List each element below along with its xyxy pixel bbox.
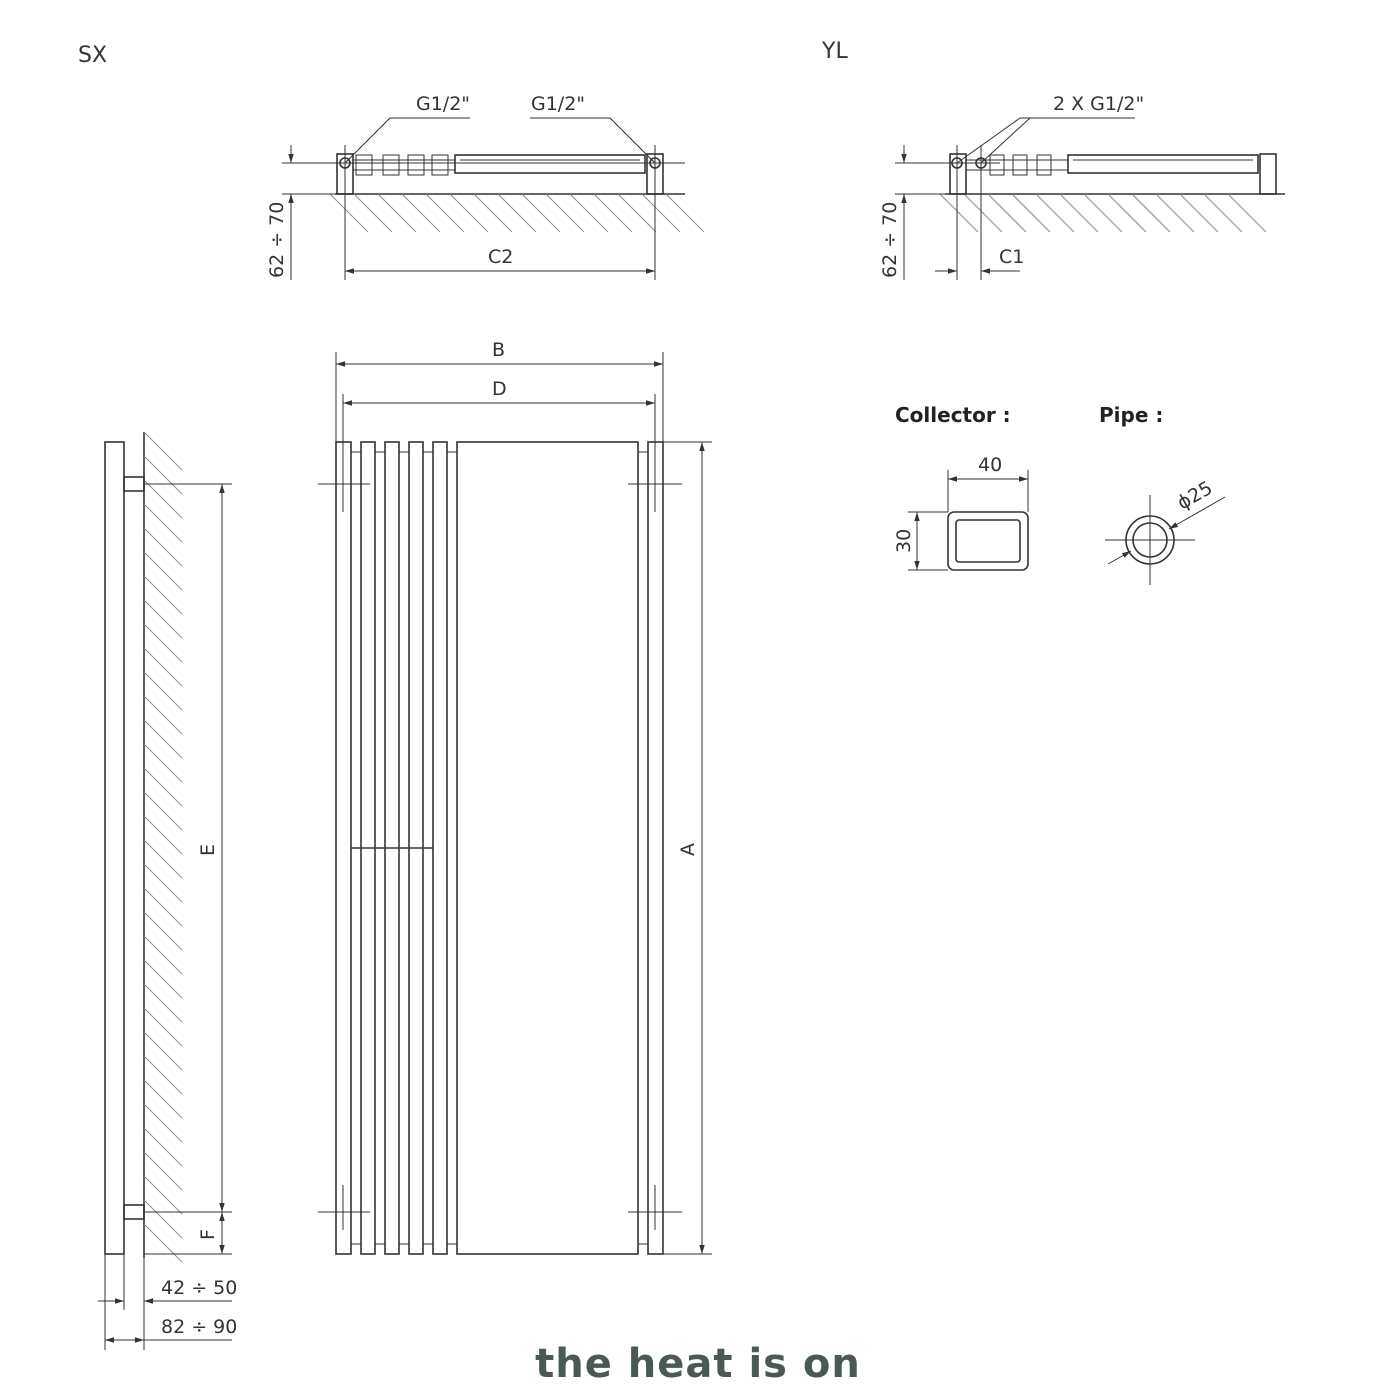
wall-hatch-line — [143, 887, 183, 927]
view-label-sx: SX — [78, 43, 107, 68]
wall-hatch-line — [1107, 193, 1147, 233]
wall-hatch-line — [617, 193, 657, 233]
wall-hatch-line — [143, 1199, 183, 1239]
wall-hatch-line — [143, 959, 183, 999]
collector-height: 30 — [893, 529, 915, 553]
wall-hatch-line — [473, 193, 513, 233]
wall-hatch-line — [143, 479, 183, 519]
wall-hatch-line — [521, 193, 561, 233]
wall-hatch-line — [143, 623, 183, 663]
wall-hatch-line — [963, 193, 1003, 233]
wall-hatch-line — [143, 1079, 183, 1119]
dim-d: D — [492, 378, 507, 400]
wall-hatch-line — [593, 193, 633, 233]
wall-hatch-line — [377, 193, 417, 233]
wall-hatch-line — [143, 1007, 183, 1047]
wall-hatch-line — [569, 193, 609, 233]
dim-depth-outer: 82 ÷ 90 — [161, 1316, 237, 1338]
wall-hatch-line — [1179, 193, 1219, 233]
wall-hatch-line — [497, 193, 537, 233]
wall-hatch-line — [143, 503, 183, 543]
wall-hatch-line — [143, 815, 183, 855]
connection-label-left: G1/2" — [416, 93, 470, 115]
dim-c2: C2 — [488, 246, 513, 268]
wall-hatch-line — [545, 193, 585, 233]
wall-hatch-line — [1011, 193, 1051, 233]
wall-hatch-line — [1131, 193, 1171, 233]
wall-hatch-line — [1155, 193, 1195, 233]
dim-wall-yl: 62 ÷ 70 — [879, 202, 901, 278]
wall-hatch-line — [143, 695, 183, 735]
dim-c1: C1 — [999, 246, 1024, 268]
wall-hatch-line — [401, 193, 441, 233]
wall-hatch-line — [143, 935, 183, 975]
wall-hatch-line — [143, 1127, 183, 1167]
wall-hatch-line — [143, 647, 183, 687]
wall-hatch-line — [143, 455, 183, 495]
wall-hatch-line — [143, 1175, 183, 1215]
pipe-section: Pipe : ϕ25 — [1099, 403, 1226, 585]
side-view: E F 42 ÷ 50 82 ÷ 90 — [98, 431, 237, 1350]
dim-depth-inner: 42 ÷ 50 — [161, 1277, 237, 1299]
wall-hatch-line — [1035, 193, 1075, 233]
wall-hatch-line — [143, 671, 183, 711]
wall-hatch-line — [143, 791, 183, 831]
yl-top-view: 2 X G1/2" 62 ÷ 70 C1 — [879, 93, 1285, 280]
dim-f: F — [197, 1229, 219, 1240]
wall-hatch-line — [143, 527, 183, 567]
wall-hatch-line — [449, 193, 489, 233]
wall-hatch-line — [143, 1223, 183, 1263]
wall-hatch-line — [353, 193, 393, 233]
dim-e: E — [197, 844, 219, 856]
wall-hatch-line — [1227, 193, 1267, 233]
connection-label-double: 2 X G1/2" — [1053, 93, 1144, 115]
wall-hatch-line — [1059, 193, 1099, 233]
view-label-yl: YL — [821, 39, 848, 64]
collector-section: Collector : 40 30 — [893, 403, 1029, 571]
wall-hatch-line — [329, 193, 369, 233]
connection-label-right: G1/2" — [531, 93, 585, 115]
wall-hatch-line — [143, 575, 183, 615]
wall-hatch-line — [143, 1031, 183, 1071]
wall-hatch-line — [143, 599, 183, 639]
collector-label: Collector : — [895, 403, 1011, 427]
brand-logo: the heat is on — [535, 1341, 861, 1387]
dim-b: B — [492, 339, 505, 361]
wall-hatch-line — [641, 193, 681, 233]
wall-hatch-line — [143, 839, 183, 879]
pipe-label: Pipe : — [1099, 403, 1163, 427]
sx-top-view: G1/2" G1/2" 62 ÷ 70 C2 — [266, 93, 705, 280]
wall-hatch-line — [1203, 193, 1243, 233]
collector-width: 40 — [978, 454, 1002, 476]
wall-hatch-line — [143, 431, 183, 471]
wall-hatch-line — [1083, 193, 1123, 233]
dim-wall-sx: 62 ÷ 70 — [266, 202, 288, 278]
front-view: B D A — [318, 339, 712, 1255]
wall-hatch-line — [987, 193, 1027, 233]
wall-hatch-line — [143, 911, 183, 951]
dim-a: A — [677, 843, 699, 856]
wall-hatch-line — [143, 983, 183, 1023]
wall-hatch-line — [143, 551, 183, 591]
wall-hatch-line — [939, 193, 979, 233]
wall-hatch-line — [665, 193, 705, 233]
wall-hatch-line — [143, 863, 183, 903]
wall-hatch-line — [143, 743, 183, 783]
wall-hatch-line — [143, 767, 183, 807]
wall-hatch-line — [143, 1151, 183, 1191]
wall-hatch-line — [143, 1055, 183, 1095]
wall-hatch-line — [143, 1103, 183, 1143]
wall-hatch-line — [425, 193, 465, 233]
wall-hatch-line — [143, 719, 183, 759]
pipe-diameter: ϕ25 — [1174, 477, 1217, 514]
